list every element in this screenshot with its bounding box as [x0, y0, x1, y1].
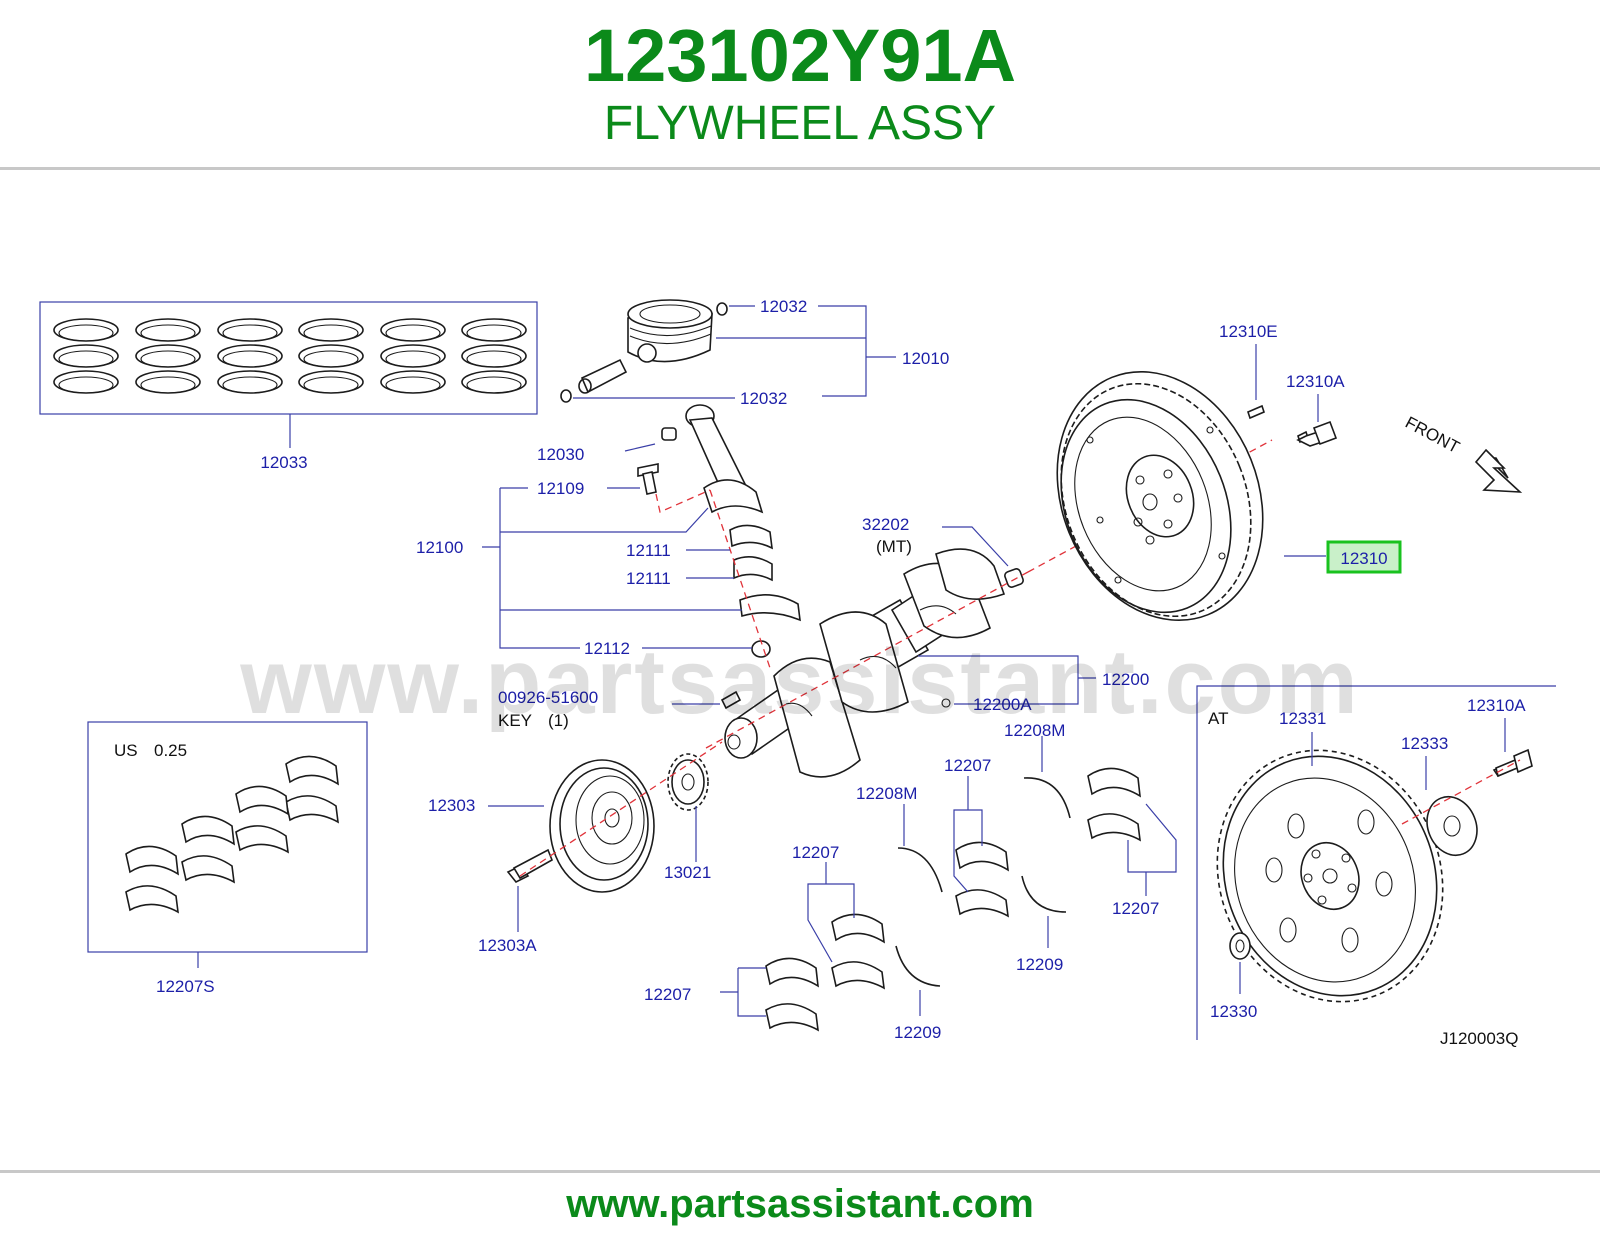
callout-12109[interactable]: 12109 — [537, 479, 584, 498]
callout-12200[interactable]: 12200 — [1102, 670, 1149, 689]
callout-12310A[interactable]: 12310A — [1286, 372, 1345, 391]
callout-12208M-b[interactable]: 12208M — [1004, 721, 1065, 740]
footer-divider — [0, 1170, 1600, 1173]
callout-12208M-a[interactable]: 12208M — [856, 784, 917, 803]
callout-12310E[interactable]: 12310E — [1219, 322, 1278, 341]
section-at-label: AT — [1208, 709, 1228, 728]
callout-12331[interactable]: 12331 — [1279, 709, 1326, 728]
callout-12209-a[interactable]: 12209 — [1016, 955, 1063, 974]
callout-12207S[interactable]: 12207S — [156, 977, 215, 996]
callout-12032-bottom[interactable]: 12032 — [740, 389, 787, 408]
callout-32202-note: (MT) — [876, 537, 912, 556]
part-number-title: 123102Y91A — [583, 14, 1017, 97]
callout-key: KEY — [498, 711, 532, 730]
flywheel-at-drawing — [1216, 748, 1533, 1003]
flywheel-mt-drawing — [1056, 370, 1338, 622]
drawing-code: J120003Q — [1440, 1029, 1518, 1048]
callout-12209-b[interactable]: 12209 — [894, 1023, 941, 1042]
callout-12032-top[interactable]: 12032 — [760, 297, 807, 316]
crank-pulley-drawing — [506, 753, 709, 893]
callout-12111-b[interactable]: 12111 — [626, 569, 671, 588]
callout-12207-c[interactable]: 12207 — [644, 985, 691, 1004]
callout-12207-b[interactable]: 12207 — [792, 843, 839, 862]
front-direction-label: FRONT — [1402, 413, 1463, 457]
crankshaft-drawing — [720, 548, 1024, 778]
callout-12207-d[interactable]: 12207 — [1112, 899, 1159, 918]
callout-12303A[interactable]: 12303A — [478, 936, 537, 955]
callout-12303[interactable]: 12303 — [428, 796, 475, 815]
callout-12310A-at[interactable]: 12310A — [1467, 696, 1526, 715]
callout-32202[interactable]: 32202 — [862, 515, 909, 534]
front-arrow-icon — [1474, 448, 1523, 493]
callout-12112[interactable]: 12112 — [584, 639, 630, 658]
callout-12100[interactable]: 12100 — [416, 538, 463, 557]
undersize-bearings-box — [87, 721, 368, 953]
part-name-subtitle: FLYWHEEL ASSY — [603, 97, 997, 150]
main-bearing-shells — [765, 767, 1141, 1032]
callout-12333[interactable]: 12333 — [1401, 734, 1448, 753]
callout-12010[interactable]: 12010 — [902, 349, 949, 368]
callout-key-qty: (1) — [548, 711, 569, 730]
connecting-rod-drawing — [637, 404, 801, 658]
callout-12200A[interactable]: 12200A — [973, 695, 1032, 714]
callout-12207-a[interactable]: 12207 — [944, 756, 991, 775]
highlight-12310-box — [1326, 540, 1402, 574]
page-header: 123102Y91A FLYWHEEL ASSY — [0, 0, 1600, 168]
piston-ring-sets — [53, 318, 527, 394]
footer-url-link[interactable]: www.partsassistant.com — [566, 1182, 1034, 1226]
callout-12033[interactable]: 12033 — [260, 453, 307, 472]
piston-drawing — [560, 299, 728, 403]
callout-12310-highlighted[interactable]: 12310 — [1340, 549, 1387, 568]
callout-12030[interactable]: 12030 — [537, 445, 584, 464]
undersize-value: 0.25 — [154, 741, 187, 760]
piston-ring-set-box — [39, 301, 538, 415]
header-divider — [0, 167, 1600, 170]
callout-13021[interactable]: 13021 — [664, 863, 711, 882]
undersize-label: US — [114, 741, 138, 760]
undersize-bearing-shells — [125, 755, 339, 914]
callout-00926-51600[interactable]: 00926-51600 — [498, 688, 598, 707]
callout-12330[interactable]: 12330 — [1210, 1002, 1257, 1021]
callout-12111-a[interactable]: 12111 — [626, 541, 671, 560]
